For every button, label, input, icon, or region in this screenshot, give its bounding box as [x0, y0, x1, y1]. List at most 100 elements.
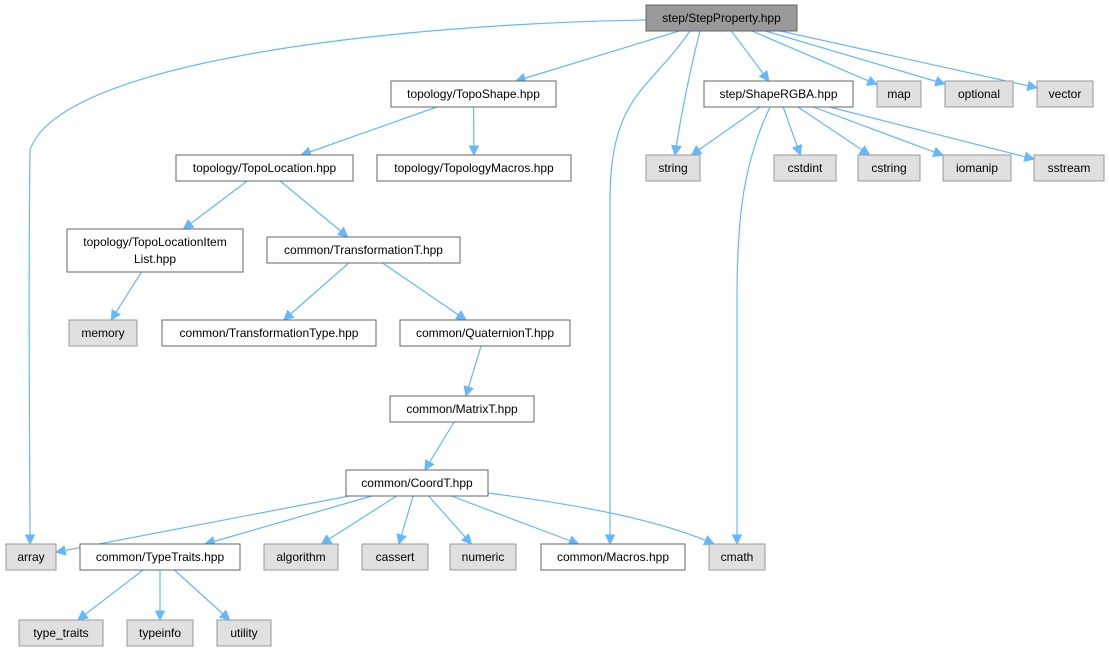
edge-traits-to-utility	[173, 569, 231, 621]
node-box	[5, 543, 57, 571]
node-box	[399, 319, 571, 347]
edge-traits-to-type_traits	[77, 569, 144, 621]
node-rgba[interactable]: step/ShapeRGBA.hpp	[703, 80, 854, 108]
edge-line	[514, 30, 680, 84]
node-box	[266, 236, 461, 264]
edge-line	[751, 30, 878, 86]
edge-root-to-cmacros	[604, 30, 691, 546]
edge-root-to-optional	[765, 30, 947, 87]
node-cassert: cassert	[361, 543, 429, 571]
edge-rgba-to-cmath	[731, 106, 771, 546]
node-type_traits: type_traits	[18, 619, 104, 647]
edge-line	[765, 30, 947, 87]
node-label: algorithm	[276, 550, 325, 564]
node-topo[interactable]: topology/TopoShape.hpp	[390, 80, 557, 108]
edge-line	[731, 106, 771, 546]
edge-line	[320, 495, 397, 545]
edge-layer	[24, 19, 1039, 622]
node-memory: memory	[68, 319, 138, 347]
node-box	[68, 319, 138, 347]
node-box	[449, 543, 517, 571]
node-utility: utility	[216, 619, 272, 647]
edge-line	[204, 495, 373, 547]
node-iomanip: iomanip	[942, 154, 1012, 182]
node-array: array	[5, 543, 57, 571]
node-label: memory	[81, 326, 124, 340]
node-typeinfo: typeinfo	[126, 619, 194, 647]
node-label: topology/TopoLocation.hpp	[193, 161, 337, 175]
node-box	[1033, 154, 1105, 182]
node-label: step/ShapeRGBA.hpp	[719, 87, 837, 101]
node-map: map	[876, 80, 922, 108]
edge-coord-to-numeric	[428, 495, 473, 545]
edge-line	[24, 19, 647, 546]
edge-loc-to-locitem	[182, 180, 248, 230]
node-box	[390, 80, 557, 108]
node-label-line2: List.hpp	[134, 252, 176, 266]
edge-line	[282, 262, 350, 321]
edge-rgba-to-sstream	[829, 106, 1036, 162]
edge-coord-to-cmath	[487, 492, 715, 545]
edge-line	[797, 106, 871, 156]
node-box	[773, 154, 837, 182]
node-root[interactable]: step/StepProperty.hpp	[645, 4, 798, 32]
edge-root-to-string	[671, 30, 701, 157]
edge-line	[77, 569, 144, 621]
node-box	[876, 80, 922, 108]
node-box	[540, 543, 686, 571]
node-label: cstring	[871, 161, 906, 175]
edge-line	[54, 495, 350, 556]
node-label: optional	[958, 87, 1000, 101]
node-transType[interactable]: common/TransformationType.hpp	[161, 319, 377, 347]
edge-coord-to-cmacros	[451, 495, 580, 546]
node-transT[interactable]: common/TransformationT.hpp	[266, 236, 461, 264]
node-box	[79, 543, 241, 571]
edge-locitem-to-memory	[110, 271, 142, 321]
node-layer: step/StepProperty.hpp topology/TopoShape.…	[5, 4, 1105, 647]
edge-topo-to-loc	[300, 106, 438, 157]
node-cstdint: cstdint	[773, 154, 837, 182]
edge-root-to-rgba	[730, 30, 770, 82]
node-box	[944, 80, 1014, 108]
node-box	[645, 4, 798, 32]
node-macros[interactable]: topology/TopologyMacros.hpp	[376, 154, 572, 182]
edge-line	[487, 492, 715, 545]
node-label: cstdint	[788, 161, 823, 175]
node-cmacros[interactable]: common/Macros.hpp	[540, 543, 686, 571]
node-box	[857, 154, 921, 182]
node-box	[1036, 80, 1094, 108]
node-coord[interactable]: common/CoordT.hpp	[345, 469, 489, 497]
node-traits[interactable]: common/TypeTraits.hpp	[79, 543, 241, 571]
node-box	[703, 80, 854, 108]
node-label: array	[17, 550, 44, 564]
node-label: numeric	[462, 550, 505, 564]
edge-line	[173, 569, 231, 621]
edge-transT-to-transType	[282, 262, 350, 321]
node-box	[263, 543, 339, 571]
node-label: map	[887, 87, 911, 101]
node-box	[942, 154, 1012, 182]
edge-line	[813, 106, 945, 157]
edge-line	[780, 30, 1039, 91]
edge-line	[424, 421, 455, 471]
node-matrix[interactable]: common/MatrixT.hpp	[389, 395, 535, 423]
node-label: vector	[1049, 87, 1082, 101]
node-cmath: cmath	[708, 543, 766, 571]
edge-coord-to-algorithm	[320, 495, 397, 545]
node-box	[126, 619, 194, 647]
node-label: topology/TopoShape.hpp	[407, 87, 540, 101]
node-quat[interactable]: common/QuaternionT.hpp	[399, 319, 571, 347]
edge-root-to-topo	[514, 30, 680, 84]
node-label: common/QuaternionT.hpp	[416, 326, 554, 340]
node-label: string	[658, 161, 687, 175]
node-box	[645, 154, 701, 182]
edge-quat-to-matrix	[463, 345, 482, 398]
node-box	[161, 319, 377, 347]
node-label: typeinfo	[139, 626, 181, 640]
edge-matrix-to-coord	[424, 421, 455, 471]
edge-line	[396, 495, 414, 546]
node-loc[interactable]: topology/TopoLocation.hpp	[175, 154, 354, 182]
node-box	[66, 228, 244, 273]
edge-transT-to-quat	[382, 262, 467, 321]
